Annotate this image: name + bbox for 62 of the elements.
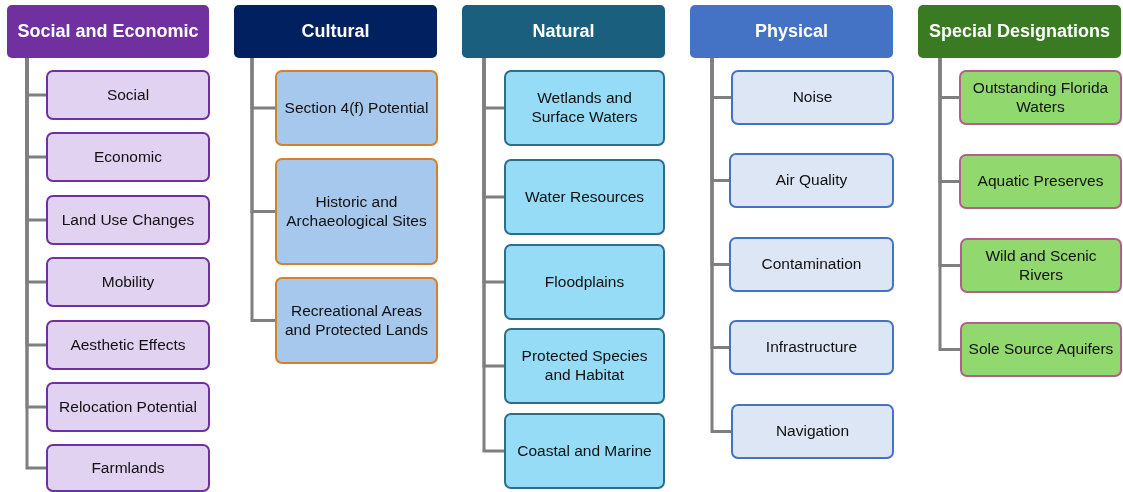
box-label: Cultural	[301, 20, 370, 43]
topic-box	[46, 132, 210, 182]
box-label: Aquatic Preserves	[977, 172, 1104, 191]
box-label: Special Designations	[928, 20, 1111, 43]
topic-box	[46, 320, 210, 370]
box-label: Contamination	[761, 255, 862, 274]
topic-box	[275, 70, 438, 146]
topic-box	[959, 70, 1122, 125]
topic-box	[731, 70, 894, 125]
box-label: Aesthetic Effects	[70, 335, 186, 355]
topic-box	[46, 382, 210, 432]
box-label: Section 4(f) Potential	[284, 98, 429, 118]
connector-line	[938, 58, 960, 351]
topic-box	[960, 322, 1122, 377]
box-label: Relocation Potential	[59, 397, 197, 417]
category-header	[462, 5, 665, 58]
topic-box	[46, 257, 210, 307]
box-label: Wetlands and Surface Waters	[530, 89, 639, 127]
topic-box	[729, 153, 894, 208]
topic-box	[275, 158, 438, 265]
box-label: Floodplains	[544, 272, 625, 292]
box-label: Social and Economic	[17, 20, 199, 43]
box-label: Economic	[93, 147, 163, 167]
topic-box	[504, 413, 665, 489]
box-label: Recreational Areas and Protected Lands	[283, 301, 430, 340]
box-label: Wild and Scenic Rivers	[984, 246, 1098, 285]
topic-box	[959, 154, 1122, 209]
box-label: Coastal and Marine	[517, 441, 652, 461]
category-header	[7, 5, 209, 58]
box-label: Navigation	[775, 422, 850, 441]
box-label: Social	[106, 85, 150, 105]
topic-box	[504, 328, 665, 404]
box-label: Water Resources	[524, 187, 645, 207]
category-header	[690, 5, 893, 58]
box-label: Sole Source Aquifers	[968, 340, 1114, 359]
connector-line	[482, 58, 504, 453]
topic-box	[46, 444, 210, 492]
topic-box	[729, 237, 894, 292]
category-header	[234, 5, 437, 58]
box-label: Mobility	[101, 272, 155, 292]
topic-box	[731, 404, 894, 459]
topic-box	[275, 277, 438, 364]
box-label: Physical	[754, 20, 828, 43]
box-label: Historic and Archaeological Sites	[285, 192, 428, 231]
box-label: Infrastructure	[765, 338, 858, 357]
category-header	[918, 5, 1121, 58]
box-label: Outstanding Florida Waters	[971, 78, 1110, 117]
box-label: Noise	[792, 88, 833, 107]
box-label: Air Quality	[775, 171, 848, 190]
topic-box	[46, 70, 210, 120]
box-label: Protected Species and Habitat	[520, 347, 649, 385]
connector-line	[710, 58, 731, 433]
box-label: Land Use Changes	[61, 210, 195, 230]
topic-box	[504, 70, 665, 146]
connector-line	[250, 58, 275, 322]
topic-box	[504, 159, 665, 235]
topic-box	[504, 244, 665, 320]
topic-box	[46, 195, 210, 245]
topic-box	[960, 238, 1122, 293]
box-label: Farmlands	[91, 458, 165, 478]
box-label: Natural	[532, 20, 595, 43]
topic-box	[729, 320, 894, 375]
